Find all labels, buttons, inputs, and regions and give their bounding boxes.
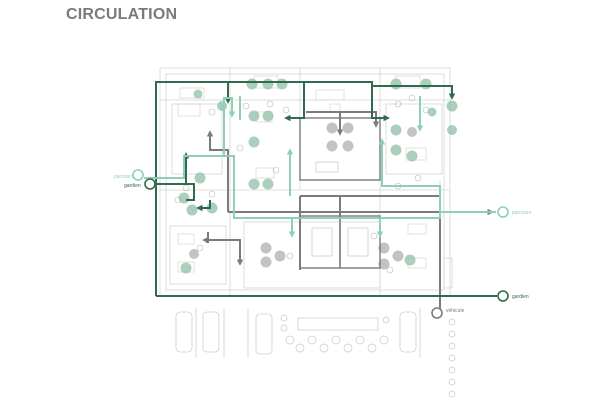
parking-cars — [175, 308, 421, 358]
left-guardian-label: gardien — [124, 183, 141, 189]
page-title: CIRCULATION — [66, 6, 178, 23]
left-pedestrian-label: parcours — [114, 174, 134, 180]
guardian-entry-icon — [144, 178, 156, 190]
right-guardian-endpoint: gardien — [497, 290, 529, 302]
bottom-vehicle-endpoint: véhicule — [431, 307, 465, 319]
right-pedestrian-endpoint: parcours — [497, 206, 532, 218]
guardian-exit-icon — [497, 290, 509, 302]
right-guardian-label: gardien — [512, 294, 529, 300]
trees-gray — [189, 122, 417, 270]
bottom-vehicle-label: véhicule — [446, 308, 465, 314]
block-furniture — [311, 161, 369, 257]
vehicle-entry-icon — [431, 307, 443, 319]
trees-green — [178, 78, 458, 274]
pedestrian-exit-icon — [497, 206, 509, 218]
left-guardian-endpoint: gardien — [124, 178, 156, 190]
pedestrian-entry-icon — [132, 169, 144, 181]
plan-plants — [174, 94, 430, 274]
pedestrian-routes — [144, 96, 496, 238]
right-pedestrian-label: parcours — [512, 210, 532, 216]
left-pedestrian-endpoint: parcours — [114, 169, 144, 181]
shrubs — [280, 314, 456, 398]
guardian-routes — [155, 81, 497, 297]
